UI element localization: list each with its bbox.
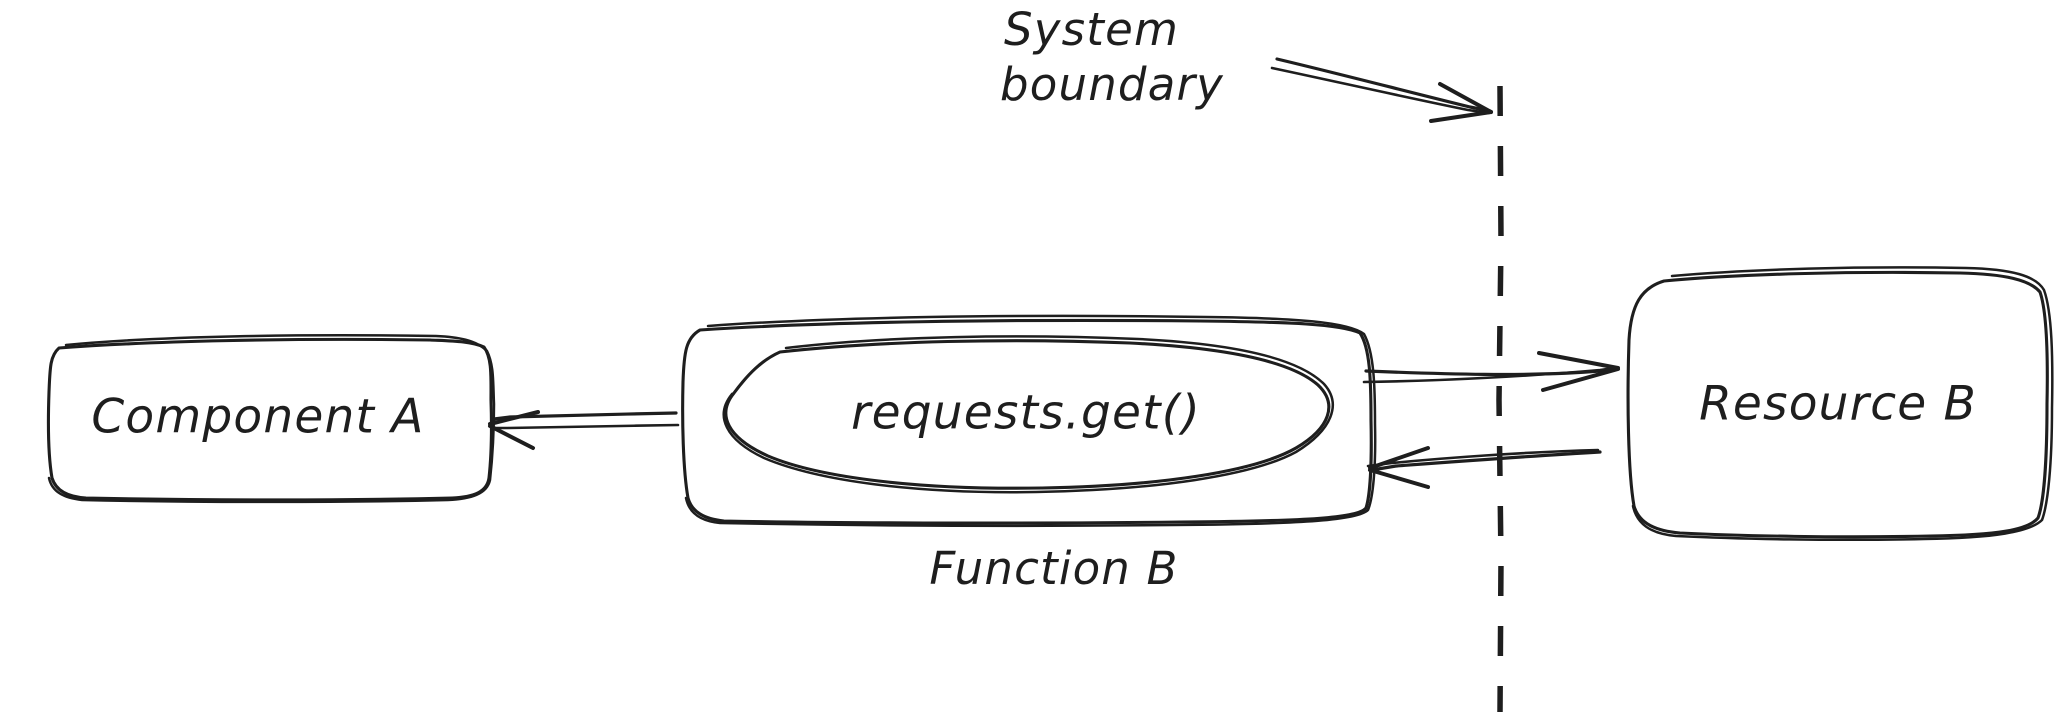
function-b-inner-label: requests.get() [851, 386, 1201, 441]
component-a-label: Component A [91, 390, 424, 445]
edge-function-b-to-resource-b[interactable] [1362, 351, 1620, 392]
node-resource-b[interactable]: Resource B [1626, 266, 2054, 542]
system-boundary-line [1496, 85, 1504, 713]
edge-function-b-to-component-a[interactable] [488, 410, 680, 450]
system-boundary-label-line2: boundary [1000, 58, 1224, 111]
system-boundary-pointer-arrow[interactable] [1270, 57, 1493, 123]
edge-resource-b-to-function-b[interactable] [1366, 446, 1602, 489]
resource-b-label: Resource B [1699, 377, 1977, 432]
system-boundary-annotation: System boundary [1000, 3, 1224, 111]
system-boundary-label-line1: System [1004, 3, 1179, 56]
node-component-a[interactable]: Component A [46, 334, 496, 504]
function-b-caption-label: Function B [929, 542, 1178, 595]
node-function-b[interactable]: requests.get() Function B [681, 314, 1377, 595]
